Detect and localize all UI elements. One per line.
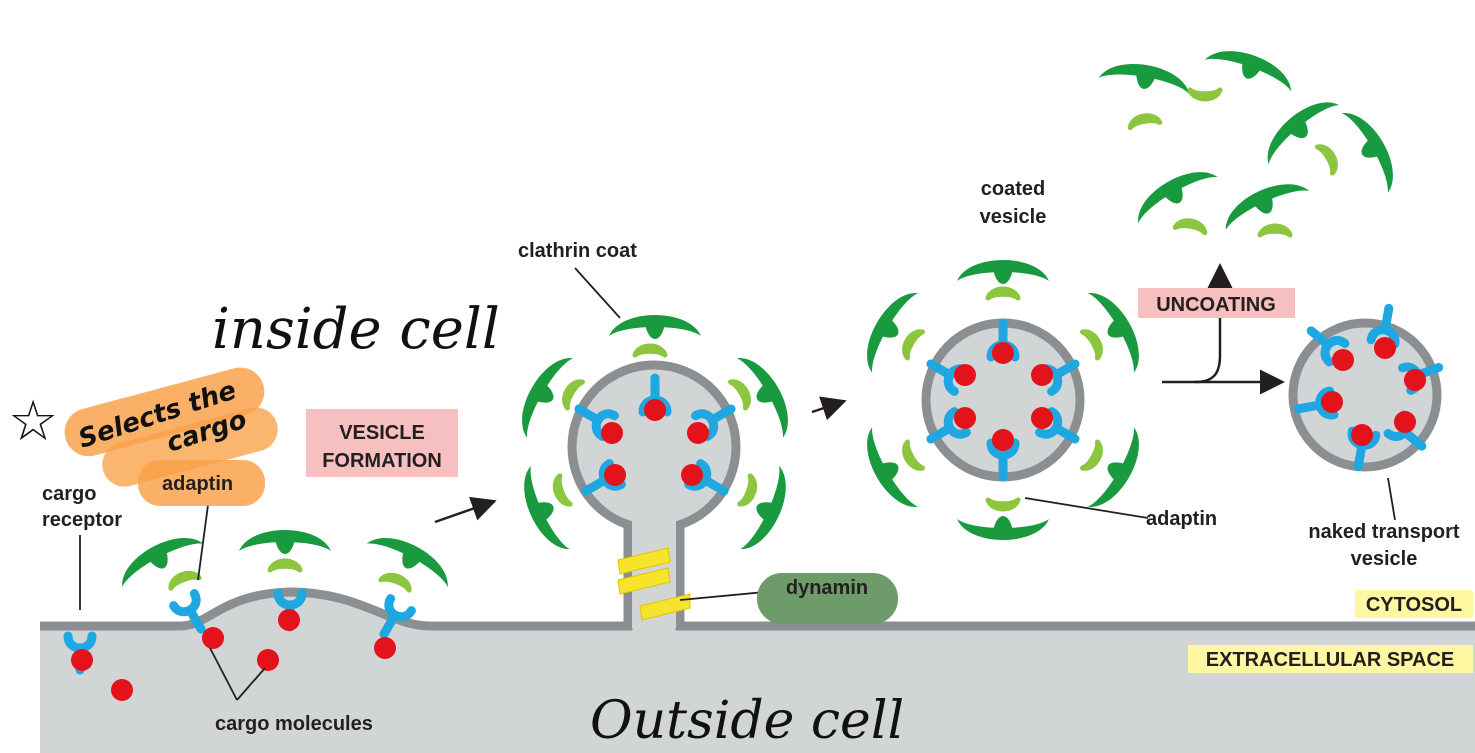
uncoating-label: UNCOATING <box>1156 294 1276 316</box>
leader-lines <box>79 267 1396 701</box>
extracellular-space <box>40 594 1475 753</box>
dynamin-ring <box>617 547 691 621</box>
cargo-molecules <box>71 609 396 701</box>
cargo-receptor-label-2: receptor <box>42 509 122 531</box>
uncoating-box <box>1138 288 1295 318</box>
extracellular-box <box>1188 645 1473 673</box>
released-clathrin-coat <box>1098 40 1406 235</box>
cytosol-label: CYTOSOL <box>1366 594 1462 616</box>
clathrin-coat-label: clathrin coat <box>518 240 637 262</box>
cargo-receptor-label-1: cargo <box>42 483 96 505</box>
plasma-membrane <box>40 500 1475 631</box>
star-annotation: ☆ <box>8 389 58 454</box>
vesicle-formation-box <box>306 409 458 477</box>
process-arrows <box>434 263 1285 524</box>
cargo-molecules-label: cargo molecules <box>215 713 373 735</box>
naked-transport-vesicle <box>1288 306 1443 468</box>
selects-note-highlight-2 <box>102 407 278 487</box>
coated-vesicle-label-2: vesicle <box>980 206 1047 228</box>
adaptin-left-label: adaptin <box>162 473 233 495</box>
dynamin-box <box>757 573 898 624</box>
extracellular-label: EXTRACELLULAR SPACE <box>1206 649 1455 671</box>
outside-cell-annotation: Outside cell <box>590 691 904 751</box>
adaptin-right-label: adaptin <box>1146 508 1217 530</box>
dynamin-label: dynamin <box>786 577 868 599</box>
selects-note-highlight <box>64 367 265 457</box>
cytosol-box <box>1355 590 1473 618</box>
naked-vesicle-label-1: naked transport <box>1308 521 1459 543</box>
inside-cell-annotation: inside cell <box>212 297 500 362</box>
coated-vesicle <box>854 260 1152 540</box>
vesicle-formation-label-2: FORMATION <box>322 450 442 472</box>
coated-vesicle-label-1: coated <box>981 178 1045 200</box>
vesicle-formation-label-1: VESICLE <box>339 422 425 444</box>
naked-vesicle-label-2: vesicle <box>1351 548 1418 570</box>
